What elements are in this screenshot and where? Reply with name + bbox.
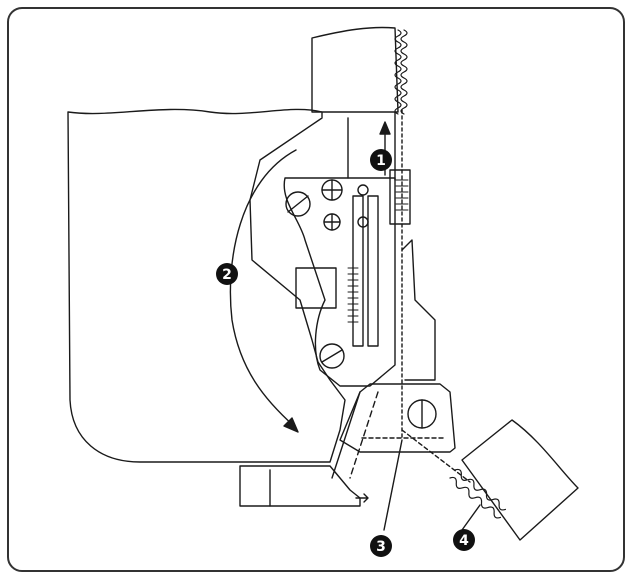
- feed-dog-teeth: [347, 267, 359, 323]
- rotation-arrow: [229, 149, 297, 427]
- svg-text:1: 1: [376, 153, 386, 169]
- svg-text:3: 3: [376, 539, 386, 555]
- feed-dog-right: [367, 195, 379, 347]
- callout-2: 2: [216, 263, 238, 285]
- presser-foot: [339, 383, 456, 453]
- rotation-arrow-head: [283, 417, 299, 433]
- upper-small-spring: [395, 179, 409, 211]
- side-bracket: [401, 239, 436, 381]
- top-spring: [394, 29, 408, 115]
- bottom-spring: [449, 468, 507, 519]
- leader-line-4: [461, 504, 481, 531]
- screw-lower-right: [357, 184, 369, 196]
- top-fabric: [311, 26, 399, 113]
- callout-3: 3: [370, 535, 392, 557]
- callout-1: 1: [370, 149, 392, 171]
- diagram-frame: [7, 7, 625, 572]
- svg-text:2: 2: [222, 267, 232, 283]
- svg-text:4: 4: [459, 533, 469, 549]
- leader-line-3: [383, 439, 403, 531]
- thread-guide-line: [401, 429, 471, 483]
- machine-body-outline: [67, 108, 346, 463]
- feed-dog-left: [352, 195, 364, 347]
- mechanism-plate: [283, 177, 396, 387]
- screw-upper-left: [285, 191, 311, 217]
- fabric-path-dashed: [349, 391, 379, 479]
- bottom-fabric: [461, 419, 579, 541]
- bed-block: [239, 465, 361, 507]
- callout-4: 4: [453, 529, 475, 551]
- bed-arrow: [355, 493, 369, 503]
- screw-lower-left: [319, 343, 345, 369]
- lift-arrow-head: [379, 121, 391, 135]
- feed-block: [295, 267, 337, 309]
- fabric-path-left: [331, 391, 361, 479]
- presser-guide: [389, 169, 411, 225]
